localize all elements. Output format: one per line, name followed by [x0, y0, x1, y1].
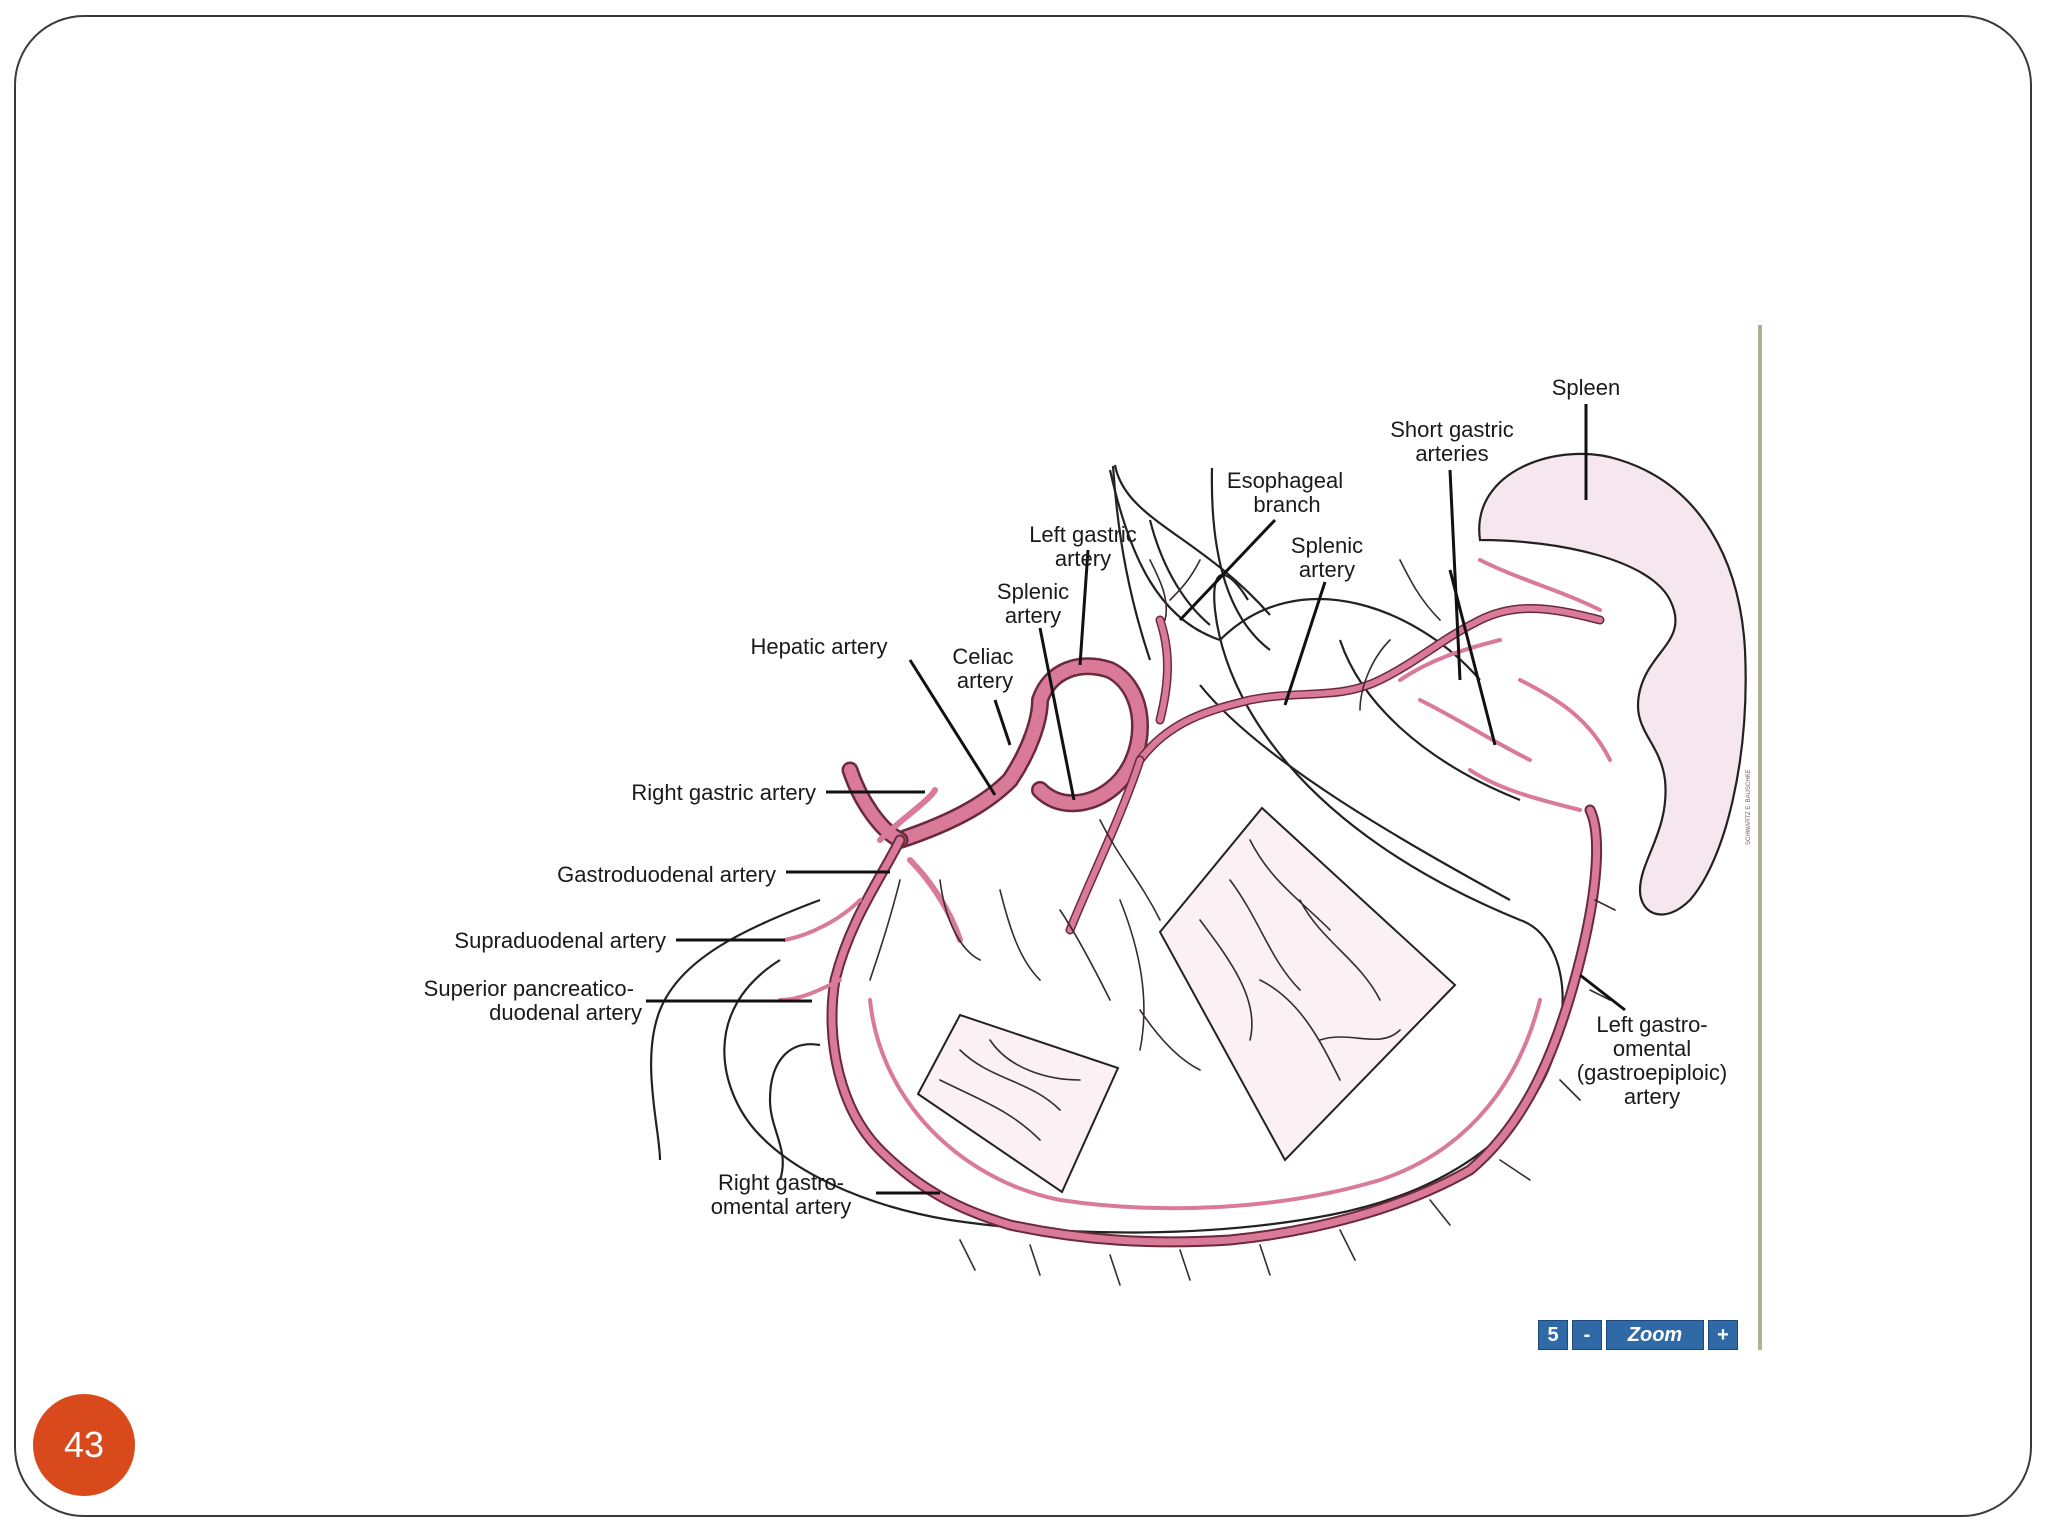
arterial-tree — [778, 558, 1612, 1248]
arterial-twigs — [869, 559, 1616, 1286]
label-left-gastric-line2: artery — [1055, 546, 1111, 571]
label-supraduodenal: Supraduodenal artery — [454, 928, 666, 953]
label-short-gastric-line2: arteries — [1415, 441, 1488, 466]
label-left-gastric-line1: Left gastric — [1029, 522, 1137, 547]
zoom-control: 5 - Zoom + — [1538, 1320, 1738, 1350]
label-sup-pancreatico-line1: Superior pancreatico- — [424, 976, 634, 1001]
label-left-gastro-line1: Left gastro- — [1596, 1012, 1707, 1037]
zoom-label[interactable]: Zoom — [1606, 1320, 1704, 1350]
label-esophageal-line2: branch — [1253, 492, 1320, 517]
label-right-gastric: Right gastric artery — [631, 780, 816, 805]
zoom-in-button[interactable]: + — [1708, 1320, 1738, 1350]
label-splenic-left-line2: artery — [1005, 603, 1061, 628]
image-right-border — [1758, 325, 1762, 1350]
stomach-outline — [650, 464, 1564, 1234]
label-splenic-left-line1: Splenic — [997, 579, 1069, 604]
gastric-wall-window-large — [1158, 806, 1457, 1162]
zoom-out-button[interactable]: - — [1572, 1320, 1602, 1350]
spleen — [1478, 452, 1747, 916]
label-gastroduodenal: Gastroduodenal artery — [557, 862, 776, 887]
leader-lines — [646, 404, 1626, 1195]
label-spleen: Spleen — [1552, 375, 1621, 400]
label-splenic-right-line2: artery — [1299, 557, 1355, 582]
page-number-badge: 43 — [33, 1394, 135, 1496]
label-right-gastro-line2: omental artery — [711, 1194, 852, 1219]
zoom-reset-button[interactable]: 5 — [1538, 1320, 1568, 1350]
esophagus — [1111, 465, 1271, 661]
label-short-gastric-line1: Short gastric — [1390, 417, 1514, 442]
label-hepatic: Hepatic artery — [751, 634, 888, 659]
gastric-wall-window-small — [916, 1013, 1120, 1194]
label-celiac-line2: artery — [957, 668, 1013, 693]
page-number: 43 — [63, 1424, 105, 1465]
label-celiac-line1: Celiac — [952, 644, 1013, 669]
diagram-labels: Spleen Short gastric arteries Esophageal… — [424, 375, 1728, 1219]
label-esophageal-line1: Esophageal — [1227, 468, 1343, 493]
label-left-gastro-line2: omental — [1613, 1036, 1691, 1061]
label-left-gastro-line4: artery — [1624, 1084, 1680, 1109]
label-right-gastro-line1: Right gastro- — [718, 1170, 844, 1195]
label-sup-pancreatico-line2: duodenal artery — [489, 1000, 642, 1025]
label-left-gastro-line3: (gastroepiploic) — [1577, 1060, 1727, 1085]
artist-signature: SCHWARTZ E. BAUSCHKE — [1746, 769, 1752, 845]
label-splenic-right-line1: Splenic — [1291, 533, 1363, 558]
